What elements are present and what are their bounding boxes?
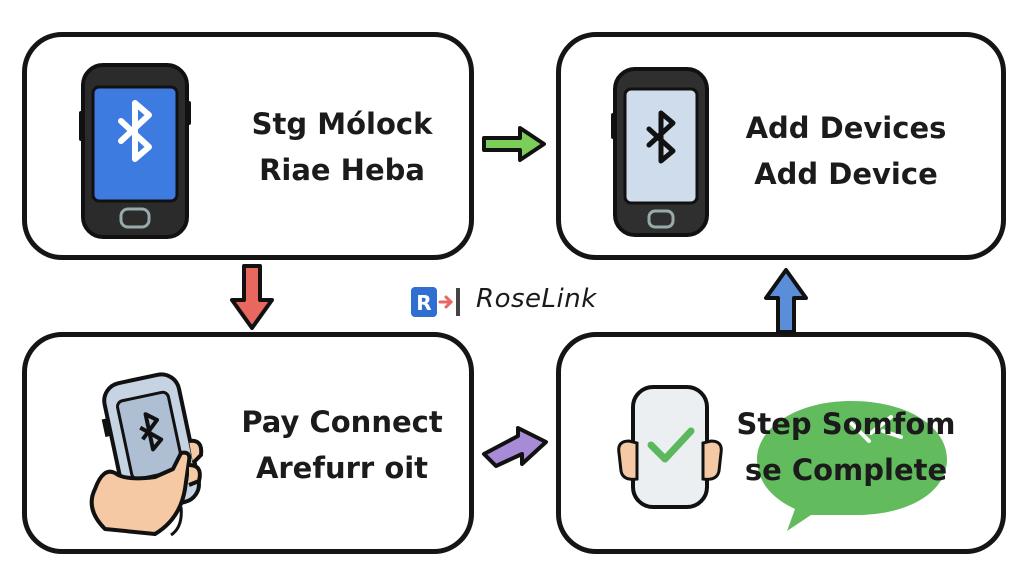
step-4-line-1: Step Somfom bbox=[736, 407, 956, 441]
arrow-down-icon bbox=[230, 264, 274, 330]
step-1-line-2: Riae Heba bbox=[259, 153, 425, 187]
step-3-panel: Pay Connect Arefurr oit bbox=[22, 332, 474, 554]
step-1-line-1: Stg Mólock bbox=[251, 107, 433, 141]
phone-bluetooth-icon bbox=[79, 63, 191, 239]
step-3-line-2: Arefurr oit bbox=[255, 451, 429, 485]
step-2-panel: Add Devices Add Device bbox=[556, 32, 1006, 260]
step-2-text: Add Devices Add Device bbox=[731, 105, 961, 197]
step-3-text: Pay Connect Arefurr oit bbox=[227, 399, 457, 491]
step-2-line-1: Add Devices bbox=[745, 111, 947, 145]
phone-bluetooth-icon bbox=[611, 67, 709, 237]
step-4-panel: Step Somfom se Complete bbox=[556, 332, 1006, 554]
speech-bubble-icon bbox=[757, 401, 947, 531]
roselink-logo-icon: R bbox=[411, 287, 460, 317]
hand-holding-phone-icon bbox=[89, 372, 204, 537]
arrow-up-icon bbox=[764, 268, 808, 334]
step-1-text: Stg Mólock Riae Heba bbox=[227, 101, 457, 193]
step-4-text: Step Somfom se Complete bbox=[731, 401, 961, 493]
step-3-line-1: Pay Connect bbox=[241, 405, 443, 439]
brand-name: RoseLink bbox=[476, 284, 597, 314]
step-4-line-2: se Complete bbox=[744, 453, 948, 487]
arrow-right-icon bbox=[482, 126, 546, 162]
arrow-right-icon bbox=[482, 426, 548, 468]
phone-checkmark-icon bbox=[617, 385, 723, 509]
step-1-panel: Stg Mólock Riae Heba bbox=[22, 32, 474, 260]
step-2-line-2: Add Device bbox=[754, 157, 938, 191]
brand-logo-letter: R bbox=[416, 291, 431, 315]
